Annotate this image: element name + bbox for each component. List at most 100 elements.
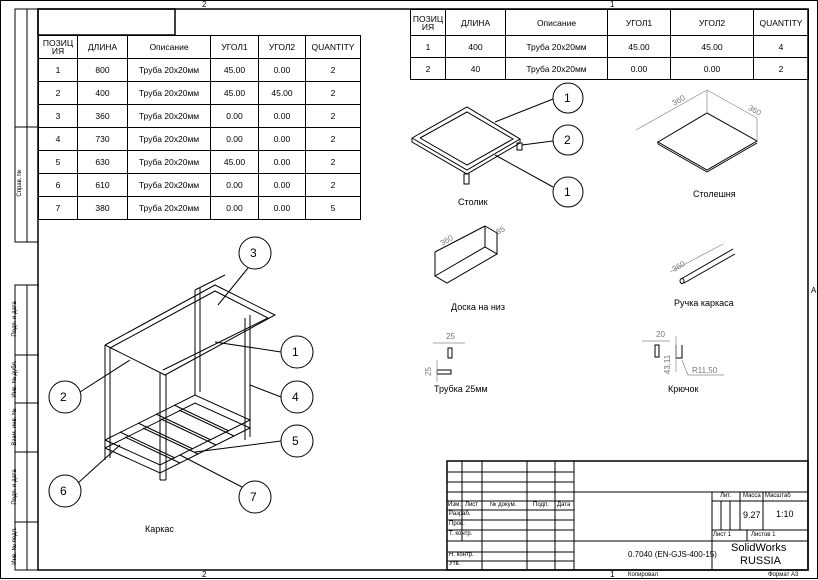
balloon-number: 7 [250, 490, 257, 504]
tb-massa: Масса [743, 493, 761, 499]
balloon-number: 4 [292, 390, 299, 404]
column-header: QUANTITY [305, 35, 361, 59]
inv-dubl-label: Инв. № дубл. [12, 360, 18, 398]
table-cell: 0.00 [210, 173, 259, 197]
table-cell: Труба 20x20мм [505, 35, 608, 58]
tb-kopiroval: Копировал [628, 572, 659, 578]
table-cell: 0.00 [210, 196, 259, 220]
table-cell: Труба 20x20мм [127, 127, 211, 151]
column-header: Описание [127, 35, 211, 59]
table-cell: 630 [77, 150, 128, 174]
tb-material: 0.7040 (EN-GJS-400-15) [628, 550, 717, 559]
ruchka-view [669, 243, 736, 284]
table-cell: 610 [77, 173, 128, 197]
balloon-number: 5 [292, 434, 299, 448]
balloon-number: 2 [564, 133, 571, 147]
balloon-number: 1 [292, 345, 299, 359]
view-label-kryuchok: Крючок [668, 384, 699, 394]
dimension: 43,11 [663, 354, 673, 375]
table-cell: 7 [38, 196, 78, 220]
inv-podl-label: Инв. № подл. [12, 527, 18, 565]
column-header: УГОЛ1 [607, 9, 671, 36]
dimension: 20 [656, 330, 665, 339]
table-cell: 4 [753, 35, 809, 58]
balloon-number: 2 [60, 390, 67, 404]
tb-format: Формат A3 [768, 572, 799, 578]
table-cell: 1 [410, 35, 446, 58]
tb-company-1: SolidWorks [731, 542, 787, 554]
table-cell: 4 [38, 127, 78, 151]
table-cell: 2 [753, 57, 809, 80]
zone-marker: 2 [202, 570, 207, 579]
table-cell: 5 [38, 150, 78, 174]
view-label-doska: Доска на низ [451, 302, 505, 312]
view-label-stoleshnya: Столешня [693, 189, 736, 199]
column-header: УГОЛ2 [670, 9, 754, 36]
tb-masshtab-value: 1:10 [776, 509, 794, 519]
table-cell: 6 [38, 173, 78, 197]
table-cell: 45.00 [210, 150, 259, 174]
tb-data: Дата [557, 502, 571, 508]
tb-listov: Листов 1 [751, 532, 776, 538]
vzam-inv-label: Взам. инв. № [12, 408, 18, 446]
tb-n-kontr: Н. контр. [449, 552, 474, 558]
tb-utv: Утв. [449, 561, 461, 567]
column-header: ПОЗИЦ ИЯ [410, 9, 446, 36]
balloon-number: 3 [250, 246, 257, 260]
table-cell: 5 [305, 196, 361, 220]
table-cell: Труба 20x20мм [127, 150, 211, 174]
tb-izm: Изм. [448, 502, 461, 508]
table-cell: 400 [445, 35, 506, 58]
table-cell: 0.00 [258, 196, 306, 220]
view-label-karkas: Каркас [145, 524, 174, 534]
stolik-view [411, 82, 584, 208]
table-cell: 0.00 [670, 57, 754, 80]
stoleshnya-view [635, 89, 759, 173]
tb-list-n: Лист 1 [713, 532, 732, 538]
sprav-label: Справ. № [17, 169, 23, 197]
table-cell: 1 [38, 58, 78, 82]
tb-razrab: Разраб. [449, 511, 471, 517]
table-cell: Труба 20x20мм [127, 104, 211, 128]
table-cell: 2 [305, 58, 361, 82]
zone-marker: 1 [610, 570, 615, 579]
tb-podp: Подп. [533, 502, 549, 508]
podp-data-label: Подп. и дата [12, 469, 18, 505]
table-cell: 40 [445, 57, 506, 80]
table-cell: Труба 20x20мм [127, 173, 211, 197]
table-cell: Труба 20x20мм [505, 57, 608, 80]
balloon-number: 6 [60, 484, 67, 498]
tb-t-kontr: Т. контр. [449, 531, 473, 537]
tb-massa-value: 9.27 [743, 510, 761, 520]
karkas-view [48, 236, 314, 514]
table-cell: 45.00 [670, 35, 754, 58]
podp-data-label: Подп. и дата [12, 301, 18, 337]
balloon-number: 1 [564, 185, 571, 199]
column-header: ДЛИНА [77, 35, 128, 59]
table-cell: 45.00 [210, 81, 259, 105]
table-cell: Труба 20x20мм [127, 58, 211, 82]
table-cell: 0.00 [607, 57, 671, 80]
view-label-ruchka: Ручка каркаса [674, 298, 734, 308]
view-label-trubka: Трубка 25мм [434, 384, 488, 394]
table-cell: 45.00 [210, 58, 259, 82]
table-cell: 2 [38, 81, 78, 105]
dimension: 25 [446, 332, 455, 341]
dimension: 25 [423, 367, 433, 376]
tb-lit: Лит. [720, 493, 732, 499]
table-cell: 2 [410, 57, 446, 80]
zone-marker: 1 [610, 0, 615, 9]
table-cell: 800 [77, 58, 128, 82]
tb-n-dokum: № докум. [490, 502, 517, 508]
